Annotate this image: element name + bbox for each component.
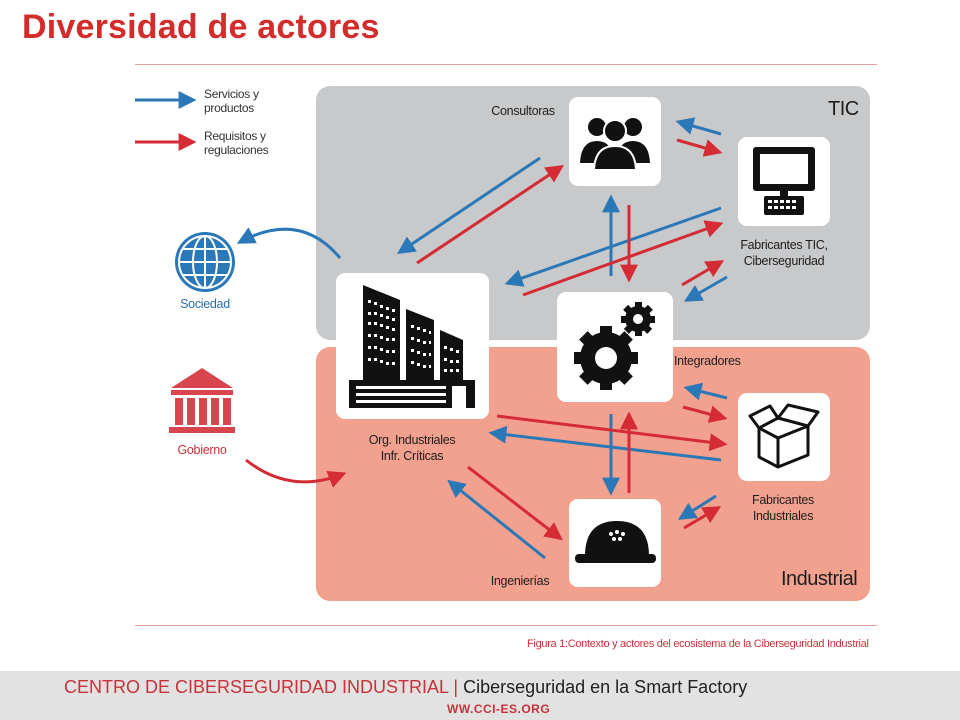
integradores-label: Integradores: [674, 354, 741, 368]
bottom-divider: [135, 625, 877, 626]
open-box-icon: [748, 403, 820, 469]
org-industriales-label-line1: Org. Industriales: [368, 433, 456, 447]
footer-text: CENTRO DE CIBERSEGURIDAD INDUSTRIAL | Ci…: [64, 677, 747, 698]
fabricantes-tic-label-line1: Fabricantes TIC,: [740, 238, 828, 252]
fabricantes-tic-label: Fabricantes TIC, Ciberseguridad: [723, 237, 845, 269]
footer-url-link[interactable]: WW.CCI-ES.ORG: [447, 702, 551, 716]
footer-org-name: CENTRO DE CIBERSEGURIDAD INDUSTRIAL: [64, 677, 449, 697]
org-industriales-label-line2: Infr. Críticas: [380, 449, 444, 463]
hard-hat-icon: [575, 521, 656, 563]
figure-caption: Figura 1:Contexto y actores del ecosiste…: [527, 638, 869, 650]
legend-requirements-label: Requisitos y regulaciones: [204, 129, 269, 157]
industrial-zone-label: Industrial: [781, 568, 858, 590]
computer-monitor-icon: [753, 147, 815, 215]
people-group-icon: [580, 118, 650, 171]
legend-services-line2: productos: [204, 101, 254, 115]
factory-buildings-icon: [349, 285, 475, 408]
services-arrows: [236, 117, 728, 560]
legend-services-label: Servicios y productos: [204, 87, 259, 115]
footer-bar: [0, 671, 960, 720]
org-industriales-label: Org. Industriales Infr. Críticas: [347, 432, 477, 464]
tic-zone-label: TIC: [828, 98, 859, 120]
footer-separator: |: [448, 677, 464, 697]
government-building-icon: [169, 368, 235, 433]
gobierno-label: Gobierno: [177, 443, 227, 457]
top-divider: [135, 64, 877, 65]
requirements-arrows: [245, 138, 728, 541]
fabricantes-industriales-label-line1: Fabricantes: [751, 493, 814, 507]
footer-subtitle: Ciberseguridad en la Smart Factory: [463, 677, 748, 697]
legend-services-line1: Servicios y: [204, 87, 259, 101]
ingenierias-label: Ingenierías: [490, 574, 550, 588]
consultoras-label: Consultoras: [491, 104, 555, 118]
fabricantes-tic-label-line2: Ciberseguridad: [743, 254, 825, 268]
sociedad-label: Sociedad: [180, 297, 230, 311]
page-title: Diversidad de actores: [22, 8, 380, 46]
fabricantes-industriales-label-line2: Industriales: [752, 509, 814, 523]
gears-icon: [574, 302, 655, 390]
fabricantes-industriales-label: Fabricantes Industriales: [733, 492, 833, 524]
legend-requirements-line2: regulaciones: [204, 143, 269, 157]
globe-icon: [175, 232, 235, 292]
legend-requirements-line1: Requisitos y: [204, 129, 266, 143]
